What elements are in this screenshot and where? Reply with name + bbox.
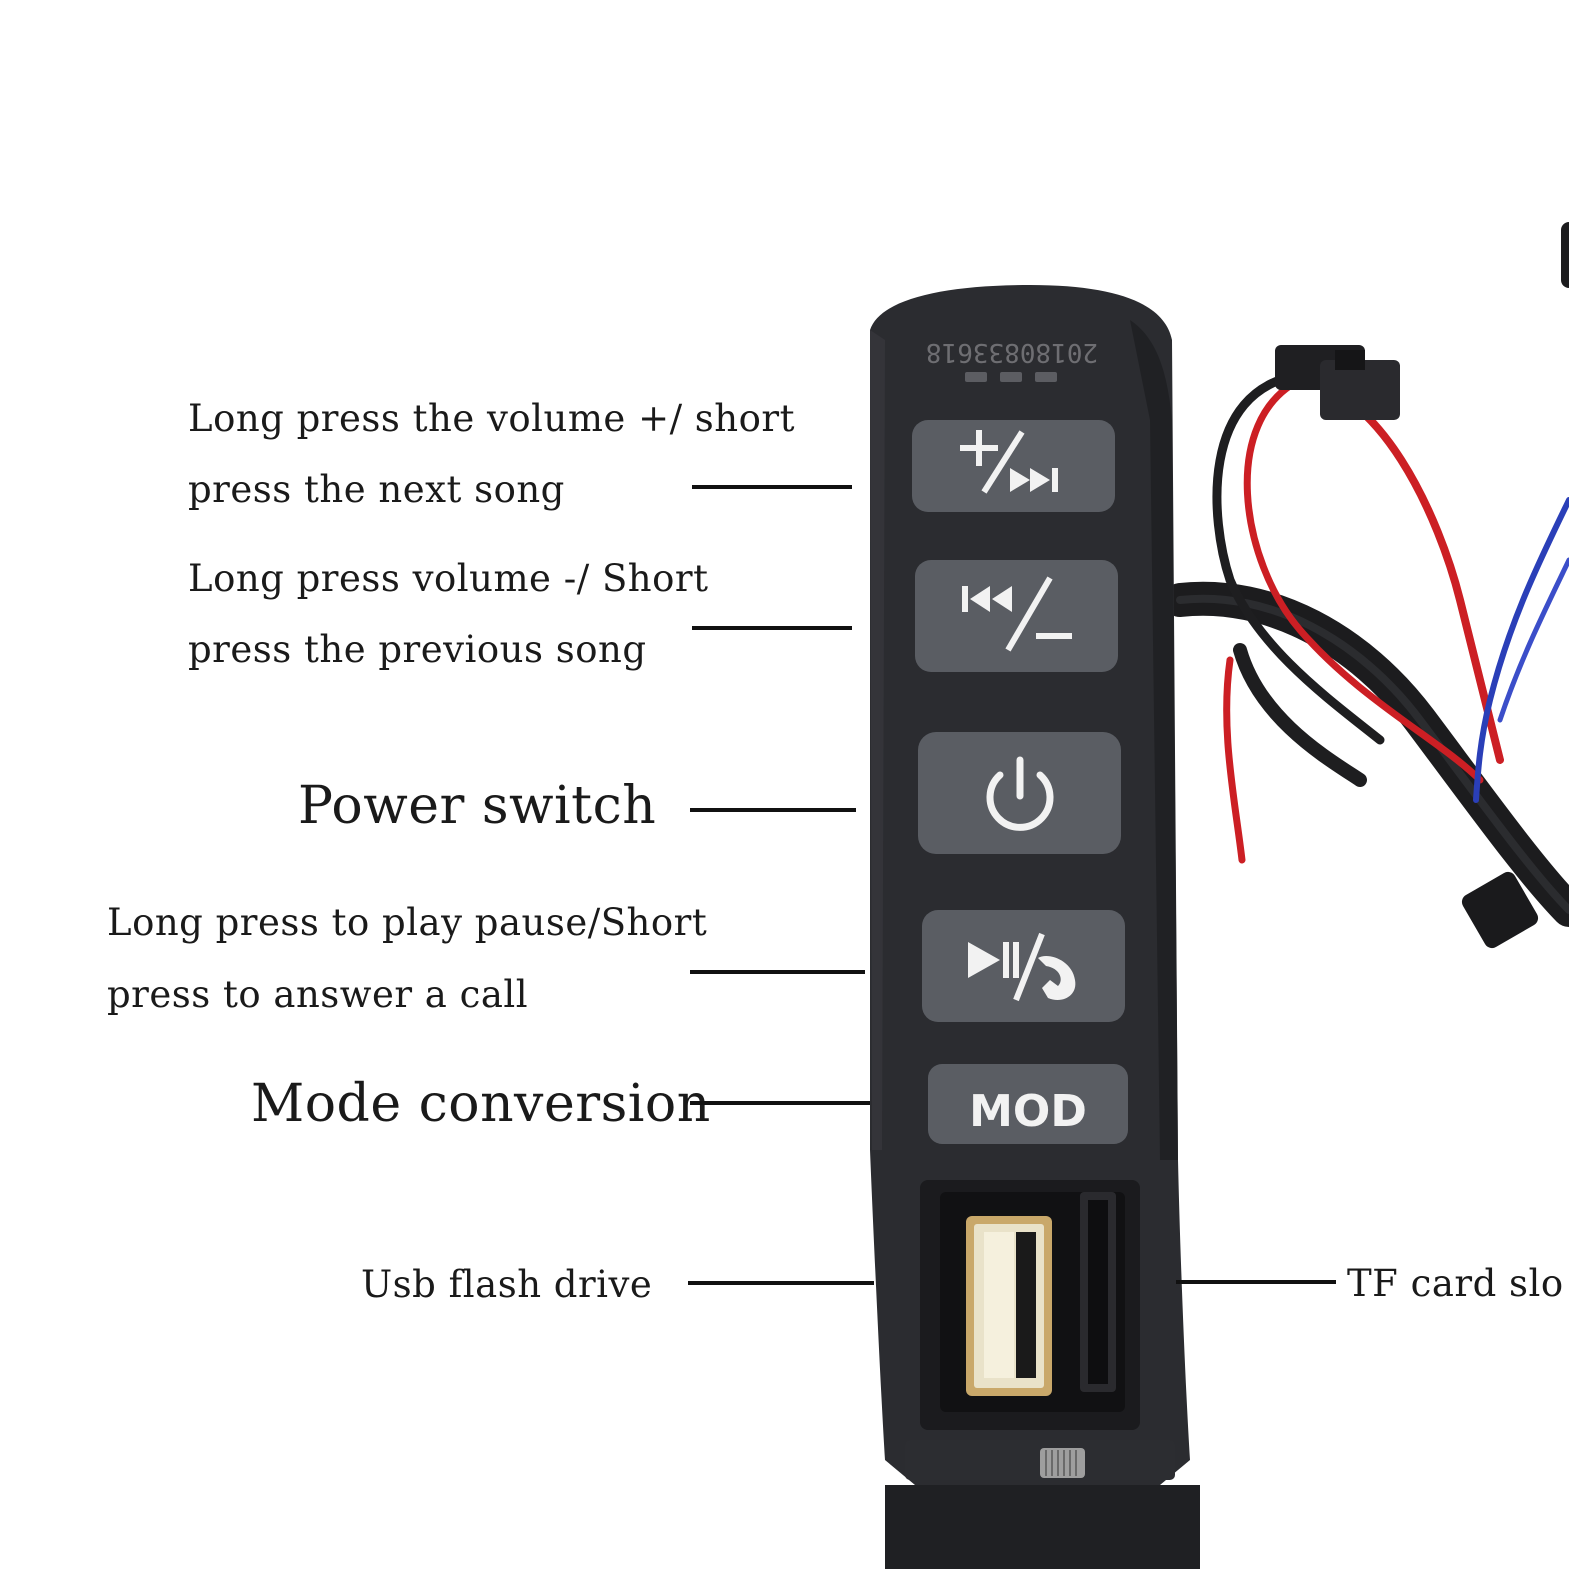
play-pause-answer-call-icon: [968, 932, 1076, 1002]
cable-tie: [1461, 871, 1539, 949]
callout-usb: Usb flash drive: [361, 1263, 653, 1306]
callout-previous-song-line2: press the previous song: [188, 628, 647, 671]
callout-next-song-line1: Long press the volume +/ short: [188, 397, 795, 440]
callout-previous-song-line1: Long press volume -/ Short: [188, 557, 709, 600]
play-pause-answer-call-button[interactable]: [922, 910, 1125, 1022]
leader-play-pause: [690, 970, 865, 974]
callout-next-song-line2: press the next song: [188, 468, 565, 511]
power-button[interactable]: [918, 732, 1121, 854]
callout-mode: Mode conversion: [251, 1074, 711, 1134]
tf-card-slot[interactable]: [1080, 1192, 1116, 1392]
previous-volume-down-icon: [962, 576, 1072, 652]
leader-next-song: [692, 485, 852, 489]
mode-button[interactable]: MOD: [928, 1064, 1128, 1144]
serial-number: 20180833618: [926, 337, 1098, 367]
previous-volume-down-button[interactable]: [915, 560, 1118, 672]
callout-play-pause-line2: press to answer a call: [107, 973, 529, 1016]
leader-tf: [1176, 1280, 1336, 1284]
volume-up-next-icon: [960, 430, 1058, 494]
usb-port[interactable]: [966, 1216, 1052, 1396]
wire-connector: [1275, 345, 1400, 420]
leader-usb: [688, 1281, 874, 1285]
leader-mode: [690, 1101, 870, 1105]
leader-power: [690, 808, 856, 812]
embossed-marks: [965, 372, 1057, 382]
volume-up-next-button[interactable]: [912, 420, 1115, 512]
wire-bundle: [1163, 222, 1569, 927]
callout-power: Power switch: [298, 776, 657, 836]
mode-button-label: MOD: [969, 1086, 1087, 1137]
leader-previous-song: [692, 626, 852, 630]
callout-play-pause-line1: Long press to play pause/Short: [107, 901, 708, 944]
power-icon: [986, 756, 1054, 831]
callout-tf: TF card slo: [1347, 1262, 1564, 1305]
